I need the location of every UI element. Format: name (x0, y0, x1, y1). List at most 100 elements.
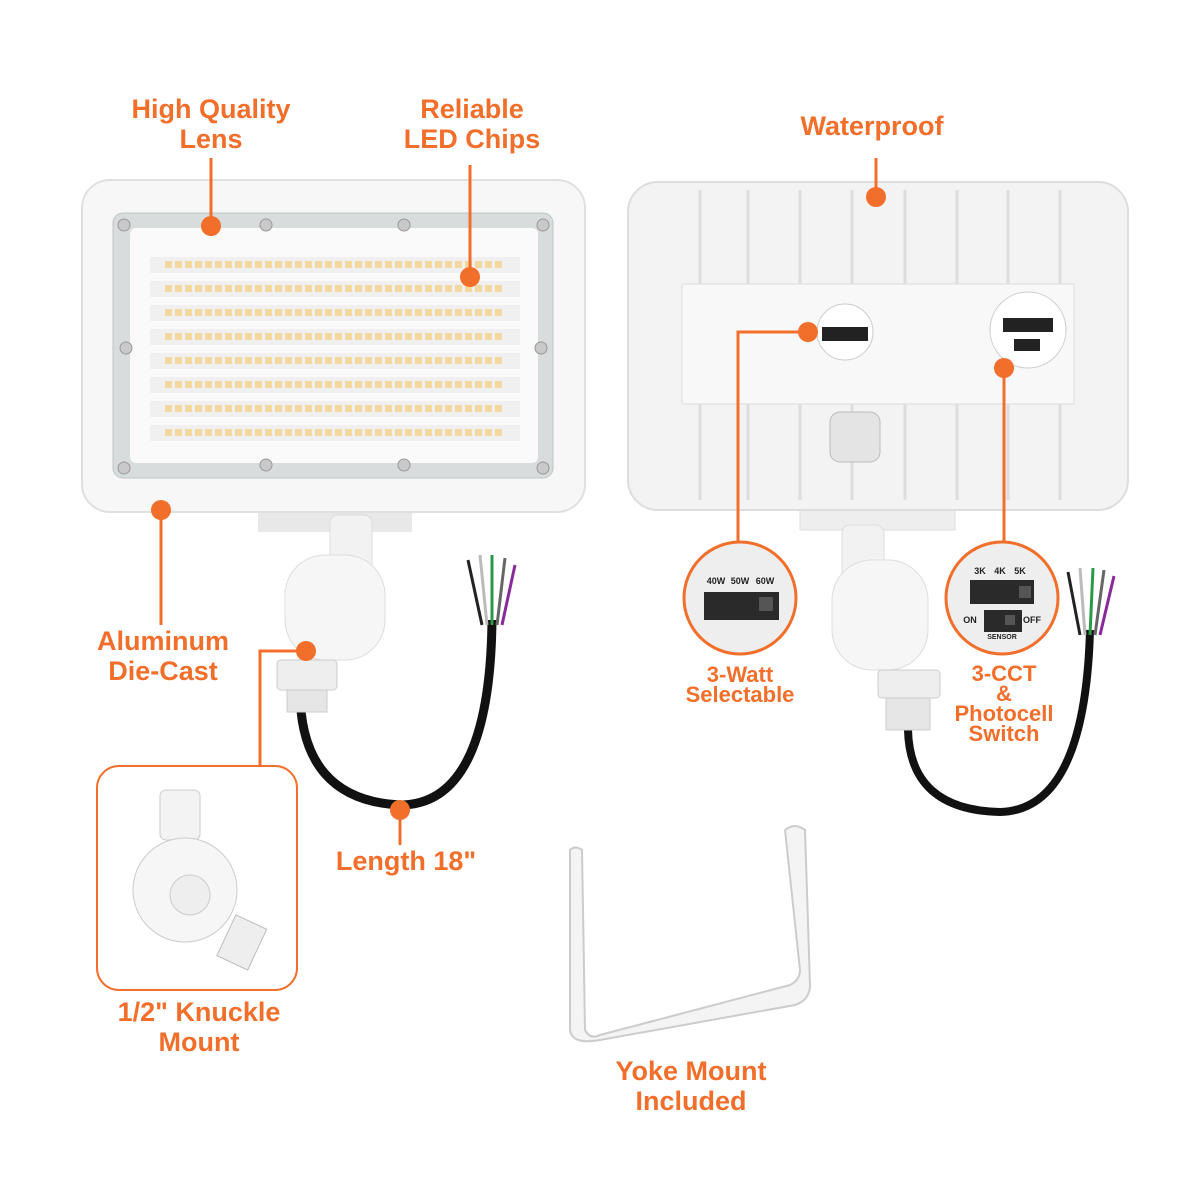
led-chip (195, 333, 202, 340)
led-chip (325, 285, 332, 292)
led-chip (225, 285, 232, 292)
callout-text: Included (635, 1086, 747, 1116)
callout-text: Photocell (954, 701, 1054, 726)
led-chip (165, 357, 172, 364)
callout-text: & (996, 681, 1012, 706)
led-chip (375, 405, 382, 412)
led-chip (305, 333, 312, 340)
led-chip (335, 309, 342, 316)
led-chip (415, 405, 422, 412)
led-chip (425, 285, 432, 292)
sensor-off: OFF (1023, 615, 1041, 625)
led-chip (365, 333, 372, 340)
led-chip (455, 285, 462, 292)
led-chip (255, 405, 262, 412)
led-chip (175, 357, 182, 364)
led-chip (355, 381, 362, 388)
led-chip (495, 381, 502, 388)
led-chip (195, 261, 202, 268)
led-chip (305, 405, 312, 412)
led-chip (435, 405, 442, 412)
led-chip (415, 285, 422, 292)
led-chip (205, 357, 212, 364)
led-chip (385, 285, 392, 292)
led-chip (225, 261, 232, 268)
led-chip (475, 309, 482, 316)
led-chip (335, 333, 342, 340)
led-chip (275, 285, 282, 292)
led-chip (255, 285, 262, 292)
led-chip (215, 357, 222, 364)
yoke-mount (569, 825, 812, 1043)
led-chip (215, 405, 222, 412)
led-chip (465, 429, 472, 436)
led-chip (375, 333, 382, 340)
led-chip (485, 429, 492, 436)
led-chip (345, 285, 352, 292)
callout-text: Aluminum (97, 626, 229, 656)
led-chip (445, 357, 452, 364)
led-chip (435, 285, 442, 292)
led-chip (365, 429, 372, 436)
led-chip (195, 405, 202, 412)
led-chip (165, 285, 172, 292)
led-chip (395, 261, 402, 268)
led-chip (255, 261, 262, 268)
led-chip (175, 333, 182, 340)
led-chip (365, 261, 372, 268)
led-chip (175, 381, 182, 388)
led-chip (315, 261, 322, 268)
led-chip (185, 309, 192, 316)
led-chip (405, 309, 412, 316)
led-chip (415, 381, 422, 388)
led-chip (405, 261, 412, 268)
led-chip (305, 429, 312, 436)
led-chip (475, 261, 482, 268)
led-chip (435, 309, 442, 316)
led-chip (455, 405, 462, 412)
led-chip (335, 405, 342, 412)
callout-text: Yoke Mount (615, 1056, 767, 1086)
led-chip (235, 405, 242, 412)
led-chip (345, 429, 352, 436)
led-chip (285, 357, 292, 364)
led-chip (195, 429, 202, 436)
led-chip (275, 261, 282, 268)
led-chip (425, 261, 432, 268)
led-chip (305, 285, 312, 292)
led-chip (185, 405, 192, 412)
led-chip (205, 285, 212, 292)
led-chip (355, 285, 362, 292)
sensor-on: ON (963, 615, 977, 625)
led-chip (275, 357, 282, 364)
led-chip (325, 381, 332, 388)
led-chip (285, 285, 292, 292)
watt-option: 50W (730, 576, 750, 586)
led-chip (485, 381, 492, 388)
led-chip (165, 429, 172, 436)
led-chip (375, 309, 382, 316)
led-chip (405, 405, 412, 412)
led-chip (445, 261, 452, 268)
led-chip (195, 285, 202, 292)
led-chip (345, 357, 352, 364)
led-chip (465, 405, 472, 412)
led-chip (405, 333, 412, 340)
led-chip (295, 333, 302, 340)
led-chip (275, 429, 282, 436)
led-chip (205, 309, 212, 316)
led-chip-rows (150, 257, 520, 441)
led-chip (425, 357, 432, 364)
led-chip (355, 405, 362, 412)
led-chip (265, 357, 272, 364)
led-chip (475, 333, 482, 340)
led-chip (415, 261, 422, 268)
led-chip (485, 261, 492, 268)
led-chip (455, 261, 462, 268)
knuckle-inset (96, 765, 298, 991)
